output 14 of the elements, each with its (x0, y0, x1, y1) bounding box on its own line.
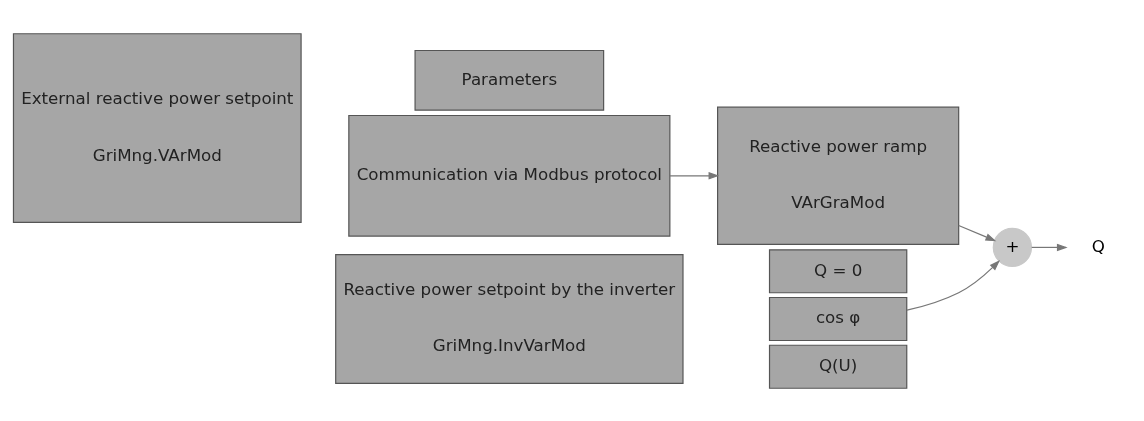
node-box: Reactive power ramp VArGraMod (717, 106, 960, 245)
node-circle: + (992, 227, 1033, 267)
arrow (669, 171, 720, 180)
node-text: Q (1091, 235, 1105, 256)
node-box: Parameters (414, 49, 605, 111)
node-box: External reactive power setpoint GriMng.VArMod (12, 32, 302, 223)
arrow (1031, 243, 1068, 251)
arrow (906, 259, 1000, 311)
node-box: Q = 0 (768, 248, 908, 293)
node-box: Q(U) (768, 344, 908, 389)
node-box: Reactive power setpoint by the inverter GriMng.InvVarMod (335, 253, 684, 384)
node-box: cos φ (768, 296, 908, 341)
arrow (958, 224, 997, 241)
node-box: Communication via Modbus protocol (348, 114, 671, 237)
